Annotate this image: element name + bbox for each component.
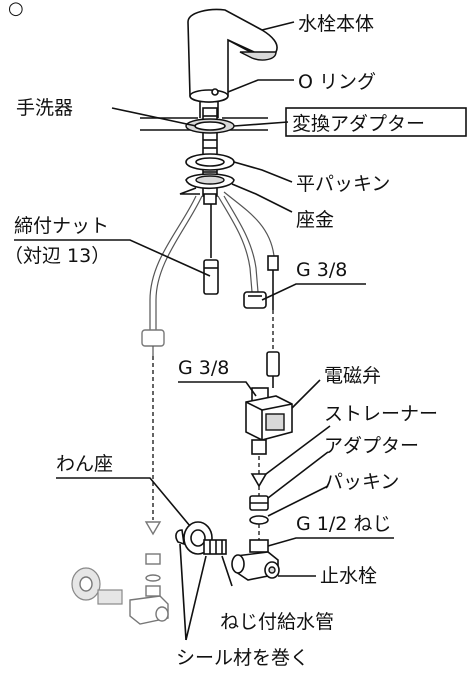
- sensor-cable: [266, 255, 280, 388]
- label-solenoid-valve: 電磁弁: [324, 365, 381, 387]
- label-adapter: アダプター: [324, 435, 419, 457]
- label-strainer: ストレーナー: [324, 403, 438, 425]
- faucet-icon: [187, 8, 278, 118]
- label-o-ring: O リング: [298, 71, 376, 93]
- label-adapter-conversion: 変換アダプター: [292, 113, 425, 135]
- flange-and-pipe: [175, 521, 227, 555]
- strainer-part: [250, 473, 268, 488]
- label-stop-valve: 止水栓: [320, 565, 377, 587]
- stop-valve-icon: [231, 539, 280, 581]
- label-tightening-nut: 締付ナット: [14, 215, 109, 237]
- solenoid-valve-icon: [245, 387, 293, 455]
- label-flat-packing: 平パッキン: [296, 173, 390, 195]
- label-packing: パッキン: [324, 471, 399, 493]
- label-g12-thread: G 1/2 ねじ: [296, 513, 391, 535]
- label-g38-upper: G 3/8: [296, 259, 347, 281]
- leader-lines: [14, 21, 394, 641]
- adapter-part: [249, 495, 269, 511]
- stud-nut: [203, 193, 217, 205]
- hose-nut-g38: [243, 291, 267, 309]
- label-flange: わん座: [56, 453, 113, 475]
- left-hose-nut: [141, 329, 165, 520]
- label-wrap-seal: シール材を巻く: [176, 647, 309, 669]
- label-basin: 手洗器: [16, 97, 73, 119]
- flex-hoses: [149, 191, 275, 330]
- label-g38-lower: G 3/8: [178, 357, 229, 379]
- label-tightening-nut-size: （対辺 13）: [4, 245, 110, 267]
- adapter-conversion-box: [285, 107, 467, 137]
- packing-part: [249, 515, 269, 525]
- page-marker: ○: [8, 0, 24, 19]
- label-faucet-body: 水栓本体: [298, 13, 374, 35]
- tightening-nut-part: [203, 204, 219, 295]
- faded-stop-valve: [71, 521, 169, 625]
- label-threaded-supply-pipe: ねじ付給水管: [220, 611, 334, 633]
- label-washer: 座金: [296, 209, 334, 231]
